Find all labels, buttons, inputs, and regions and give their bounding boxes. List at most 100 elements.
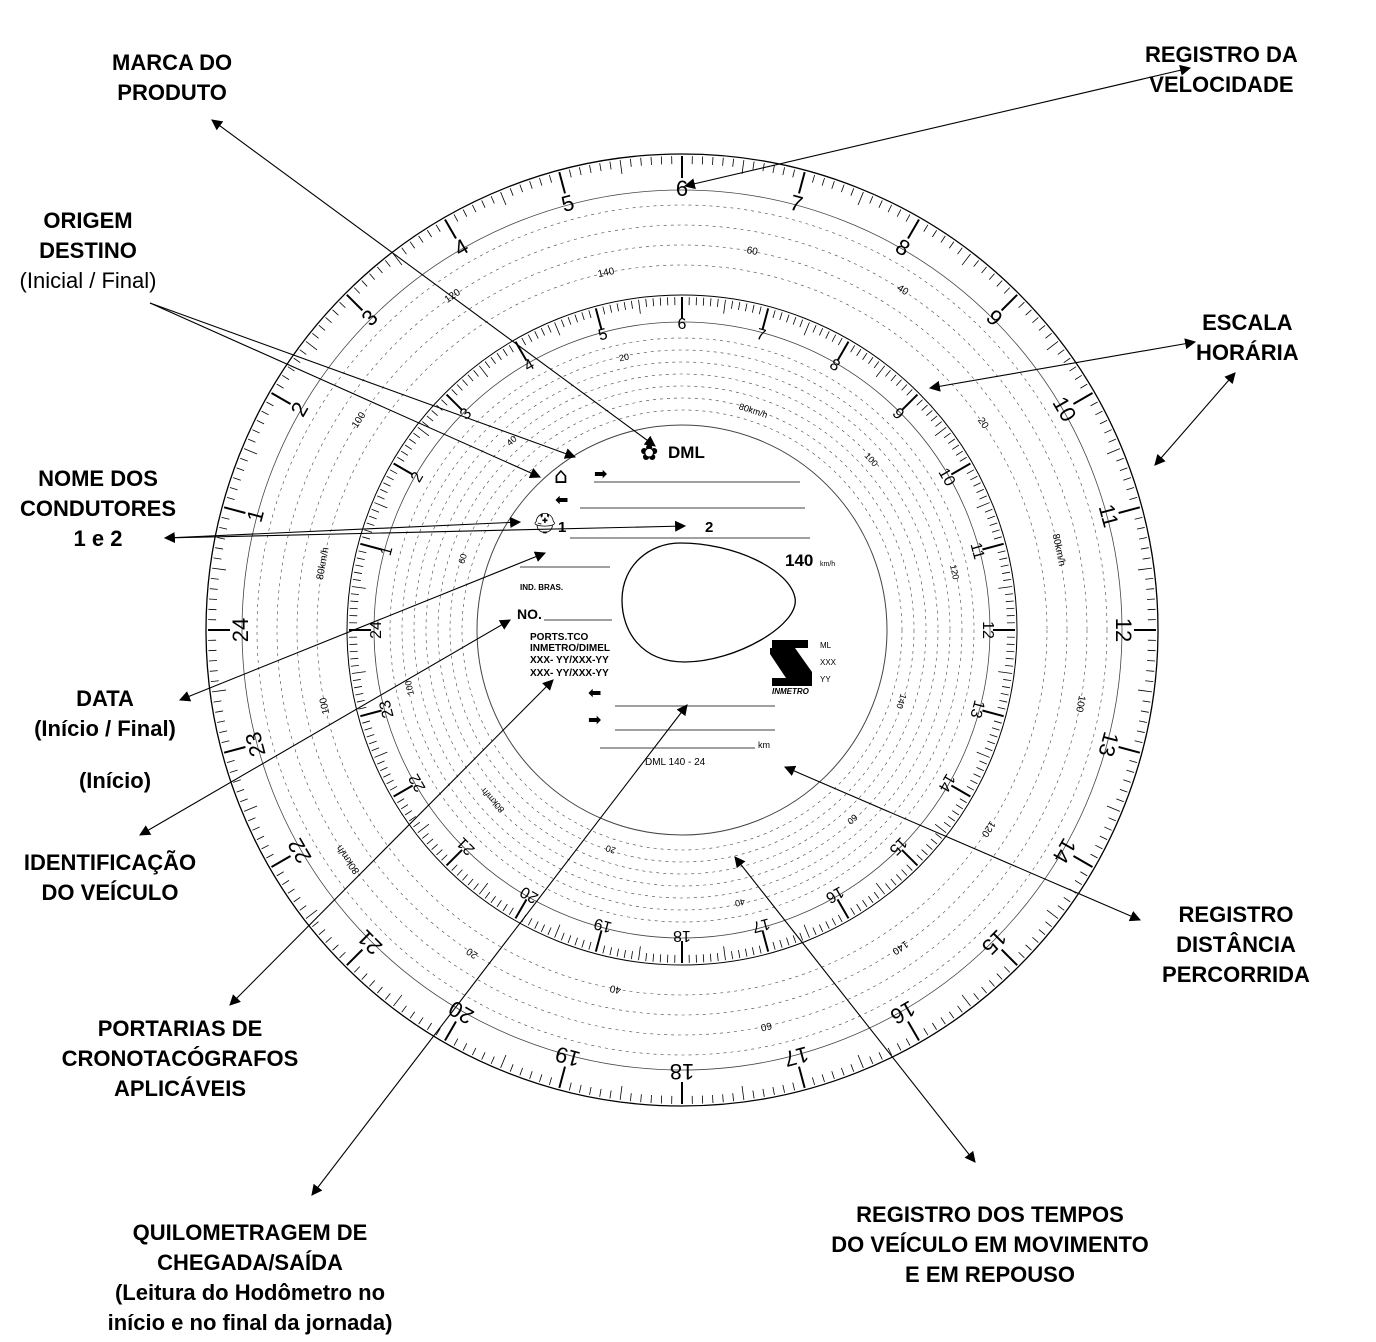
hour-tick — [709, 298, 712, 307]
hour-tick — [716, 298, 719, 307]
hour-tick — [981, 266, 987, 274]
hour-tick — [803, 322, 810, 336]
hour-tick — [818, 328, 824, 336]
hour-tick — [996, 973, 1003, 980]
hour-tick — [360, 542, 382, 551]
inmetro-code-2: YY — [820, 675, 831, 684]
hour-tick — [1145, 680, 1154, 683]
hour-tick — [1140, 547, 1149, 550]
hour-tick — [1136, 730, 1145, 733]
hour-tick — [1032, 317, 1039, 324]
label-portarias: PORTARIAS DE CRONOTACÓGRAFOS APLICÁVEIS — [61, 1016, 299, 1101]
hour-tick — [1123, 477, 1131, 481]
hour-tick — [1095, 410, 1103, 416]
hour-tick — [905, 214, 911, 222]
hour-tick — [812, 325, 817, 333]
hour-tick — [1005, 600, 1014, 603]
hour-tick — [988, 273, 995, 280]
hour-number: 6 — [678, 316, 687, 333]
arrow-distancia — [783, 765, 1142, 922]
hour-tick — [1038, 929, 1046, 935]
arrow-tempos — [734, 856, 976, 1163]
hour-tick — [890, 374, 897, 382]
inmetro-code-0: ML — [820, 641, 832, 650]
hour-tick — [380, 488, 388, 494]
speed-mark: 100 — [1073, 695, 1087, 714]
hour-tick — [976, 751, 990, 758]
hour-tick — [984, 747, 993, 752]
label-quilometragem: QUILOMETRAGEM DE CHEGADA/SAÍDA (Leitura … — [107, 1220, 393, 1335]
hour-tick — [226, 496, 235, 500]
no-label: NO. — [517, 606, 542, 622]
arrow-marca — [211, 119, 656, 447]
hour-tick — [993, 720, 1002, 724]
hour-tick — [1106, 448, 1121, 455]
hour-tick — [1072, 392, 1093, 405]
hour-number: 12 — [1111, 618, 1136, 642]
hour-tick — [1138, 567, 1152, 571]
arrow-quilometragem — [311, 704, 688, 1196]
hour-tick — [947, 438, 956, 444]
hour-tick — [208, 660, 218, 662]
hour-tick — [837, 337, 843, 346]
hour-tick — [1104, 429, 1112, 434]
hour-tick — [772, 310, 776, 319]
hour-tick — [659, 954, 662, 963]
hour-tick — [873, 361, 880, 369]
label-identificacao: IDENTIFICAÇÃO DO VEÍCULO — [23, 850, 197, 905]
hour-tick — [916, 399, 923, 406]
hour-tick — [1129, 496, 1138, 500]
hour-tick — [215, 547, 224, 550]
hour-tick — [926, 410, 933, 417]
hour-tick — [856, 348, 862, 357]
hour-tick — [1003, 966, 1011, 973]
hour-tick — [836, 341, 850, 362]
dashed-ring — [401, 349, 963, 911]
hour-tick — [1038, 325, 1046, 331]
hour-tick — [940, 235, 946, 243]
hour-tick — [732, 1093, 735, 1102]
hour-tick — [982, 709, 1004, 718]
hour-tick — [901, 393, 919, 411]
hour-tick — [959, 456, 967, 462]
hour-tick — [745, 303, 748, 312]
hour-tick — [850, 188, 855, 196]
odometer-start-icon: ➡ — [588, 710, 601, 729]
hour-tick — [895, 379, 902, 386]
hour-tick — [1145, 577, 1154, 580]
hour-number: 13 — [966, 698, 987, 720]
dashed-ring — [316, 264, 1048, 996]
hour-tick — [999, 557, 1008, 561]
hour-tick — [901, 384, 908, 391]
dashed-ring — [276, 224, 1088, 1036]
hour-tick — [702, 297, 705, 306]
hour-tick — [243, 448, 258, 455]
inmetro-logo — [770, 640, 812, 686]
hour-tick — [1005, 657, 1014, 660]
hour-tick — [961, 253, 971, 266]
hour-tick — [223, 506, 246, 514]
hour-tick — [973, 260, 979, 267]
hour-tick — [229, 487, 238, 491]
hour-number: 24 — [228, 618, 253, 642]
hour-tick — [935, 421, 942, 427]
disc-center-field: ✿ DML ⌂ ➡ ⬅ ⛑ 1 2 140 km/h IND. BRAS. NO… — [517, 441, 837, 768]
hour-tick — [979, 495, 987, 500]
hour-tick — [1005, 664, 1014, 667]
hour-tick — [377, 495, 385, 500]
hour-tick — [722, 1094, 724, 1103]
arrow-origem — [149, 302, 577, 459]
hour-tick — [932, 230, 938, 238]
chart-disc: 2412345678910111213141516171819202122232… — [205, 153, 1159, 1107]
hour-tick — [1000, 294, 1018, 312]
hour-tick — [973, 482, 981, 487]
hour-tick — [987, 515, 996, 520]
hour-tick — [1000, 948, 1018, 966]
center-hole — [621, 542, 796, 663]
hour-tick — [831, 334, 837, 342]
hour-tick — [233, 477, 241, 481]
speed-mark: 140 — [894, 693, 908, 710]
max-speed: 140 — [785, 551, 813, 570]
hour-tick — [987, 740, 996, 745]
